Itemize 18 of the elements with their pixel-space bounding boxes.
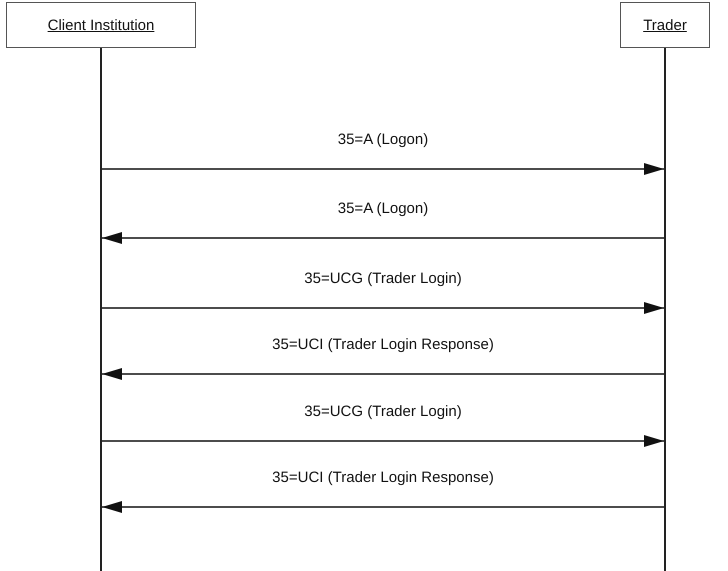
lifeline [100, 48, 102, 571]
message-label: 35=UCI (Trader Login Response) [270, 336, 496, 353]
message-arrow [102, 302, 664, 314]
message-arrow [102, 163, 664, 175]
participant-box [6, 2, 196, 48]
participant-name: Client Institution [48, 16, 154, 34]
message-arrow [102, 368, 664, 380]
participant-name: Trader [643, 16, 687, 34]
message-arrow [102, 435, 664, 447]
message-label: 35=A (Logon) [336, 200, 430, 217]
message-label: 35=UCG (Trader Login) [302, 403, 464, 420]
participant-box [620, 2, 710, 48]
message-arrow [102, 501, 664, 513]
message-label: 35=UCI (Trader Login Response) [270, 469, 496, 486]
message-label: 35=UCG (Trader Login) [302, 270, 464, 287]
lifeline [664, 48, 666, 571]
message-arrow [102, 232, 664, 244]
message-label: 35=A (Logon) [336, 131, 430, 148]
